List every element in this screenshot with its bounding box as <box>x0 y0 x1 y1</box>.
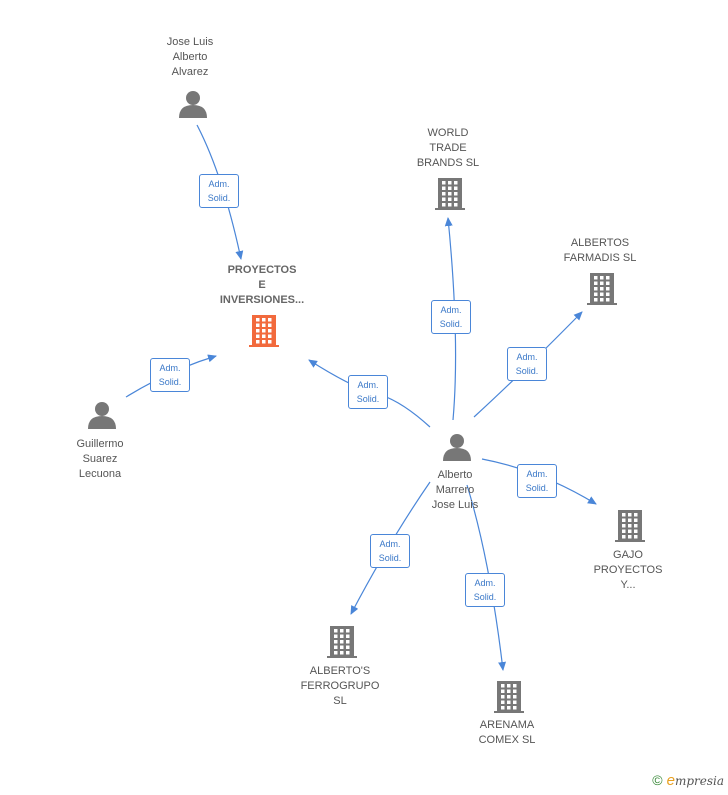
node-label-albertos_ferrogrupo[interactable]: ALBERTO'S FERROGRUPO SL <box>300 664 380 707</box>
building-icon-proyectos[interactable] <box>249 315 279 347</box>
building-icon-albertos_ferrogrupo[interactable] <box>327 626 357 658</box>
node-label-gajo[interactable]: GAJO PROYECTOS Y... <box>593 548 663 591</box>
building-icon-arenama[interactable] <box>494 681 524 713</box>
node-label-proyectos[interactable]: PROYECTOS E INVERSIONES... <box>219 263 305 306</box>
node-label-guillermo[interactable]: Guillermo Suarez Lecuona <box>76 437 124 480</box>
node-label-arenama[interactable]: ARENAMA COMEX SL <box>478 719 536 746</box>
edge-label-alberto-to-proyectos[interactable]: Adm. Solid. <box>348 375 388 409</box>
building-icon-gajo[interactable] <box>615 510 645 542</box>
edge-label-alberto-to-albertos_farmadis[interactable]: Adm. Solid. <box>507 347 547 381</box>
building-icon-albertos_farmadis[interactable] <box>587 273 617 305</box>
footer-brand: ©empresia <box>652 772 724 789</box>
edge-label-jose_luis-to-proyectos[interactable]: Adm. Solid. <box>199 174 239 208</box>
node-label-alberto[interactable]: Alberto Marrero Jose Luis <box>431 468 479 511</box>
edge-label-alberto-to-arenama[interactable]: Adm. Solid. <box>465 573 505 607</box>
brand-logo-initial: e <box>666 772 675 789</box>
person-icon-guillermo[interactable] <box>88 402 116 429</box>
node-label-world_trade[interactable]: WORLD TRADE BRANDS SL <box>416 126 480 169</box>
edge-label-alberto-to-gajo[interactable]: Adm. Solid. <box>517 464 557 498</box>
building-icon-world_trade[interactable] <box>435 178 465 210</box>
edge-alberto-to-arenama <box>466 484 507 671</box>
edge-label-alberto-to-albertos_ferrogrupo[interactable]: Adm. Solid. <box>370 534 410 568</box>
edge-label-alberto-to-world_trade[interactable]: Adm. Solid. <box>431 300 471 334</box>
node-label-albertos_farmadis[interactable]: ALBERTOS FARMADIS SL <box>563 237 637 264</box>
node-label-jose_luis[interactable]: Jose Luis Alberto Alvarez <box>166 35 214 78</box>
copyright-icon: © <box>652 772 663 788</box>
brand-logo-text: mpresia <box>674 774 724 788</box>
person-icon-alberto[interactable] <box>443 434 471 461</box>
person-icon-jose_luis[interactable] <box>179 91 207 118</box>
edge-label-guillermo-to-proyectos[interactable]: Adm. Solid. <box>150 358 190 392</box>
